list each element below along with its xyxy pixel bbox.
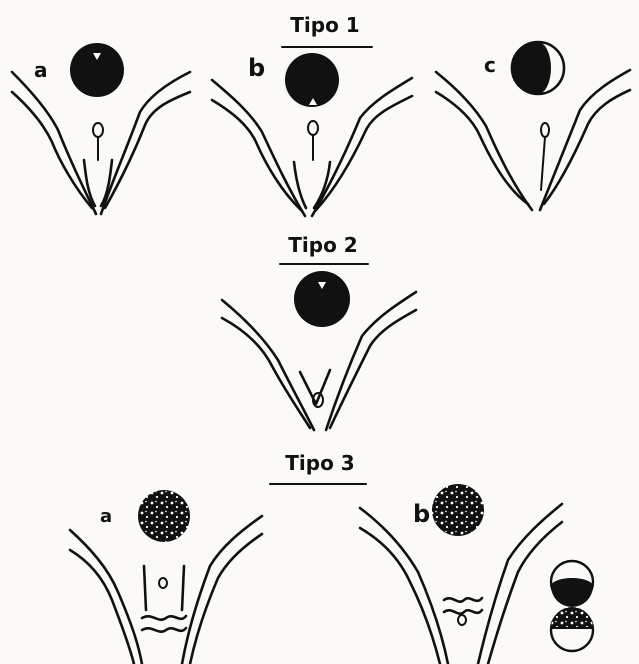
fetal-head-2	[294, 271, 350, 327]
tipo-2-title: Tipo 2	[288, 233, 357, 257]
diagram-3a: a	[70, 490, 262, 664]
outline-3a-left-outer	[70, 530, 142, 664]
label-1a: a	[34, 58, 48, 82]
diagram-2	[222, 271, 416, 430]
outline-3b-right-outer	[478, 504, 562, 664]
outline-1a-left-inner	[12, 92, 92, 208]
cervix-3a	[159, 578, 167, 588]
wave-3b-bottom	[444, 610, 482, 614]
side-head-upper	[551, 561, 593, 607]
fetal-head-3a	[138, 490, 190, 542]
tipo-1-title: Tipo 1	[290, 13, 359, 37]
wave-3b-top	[444, 598, 482, 602]
fetal-head-3b	[432, 484, 484, 536]
cervix-1c-stem	[541, 137, 545, 190]
cervix-1b	[308, 121, 318, 135]
outline-3a-right-outer	[182, 516, 262, 664]
diagram-1b: b	[212, 53, 412, 216]
cervix-1a	[93, 123, 103, 137]
outline-2-left-inner	[222, 318, 310, 428]
fetal-head-1a	[70, 43, 124, 97]
outline-3a-right-inner	[190, 534, 262, 664]
outline-1c-left-outer	[436, 72, 532, 210]
outline-1c-right-inner	[544, 90, 630, 204]
label-1c: c	[484, 53, 496, 77]
tipo-3-title: Tipo 3	[285, 451, 354, 475]
outline-2-right-inner	[330, 310, 416, 428]
diagram-3b: b	[360, 484, 593, 664]
fetal-head-1b	[285, 53, 339, 107]
wave-3a-bottom	[142, 628, 186, 632]
outline-1c-left-inner	[436, 92, 528, 204]
tipo-2-section: Tipo 2	[222, 233, 416, 430]
outline-1a-right-inner	[105, 92, 190, 208]
tipo-1-section: Tipo 1 a b	[12, 13, 630, 216]
diagram-1c: c	[436, 42, 630, 210]
label-3a: a	[100, 506, 112, 527]
label-3b: b	[413, 500, 430, 528]
side-head-lower	[551, 607, 593, 651]
cervix-3b	[458, 615, 466, 625]
canal-2-v	[300, 370, 330, 404]
outline-3b-right-inner	[488, 522, 562, 664]
outline-1b-left-inner	[212, 100, 301, 210]
cervix-1c	[541, 123, 549, 137]
label-1b: b	[248, 54, 265, 82]
tipo-3-section: Tipo 3 a b	[70, 451, 593, 664]
wave-3a-top	[142, 616, 186, 620]
diagram-1a: a	[12, 43, 190, 214]
